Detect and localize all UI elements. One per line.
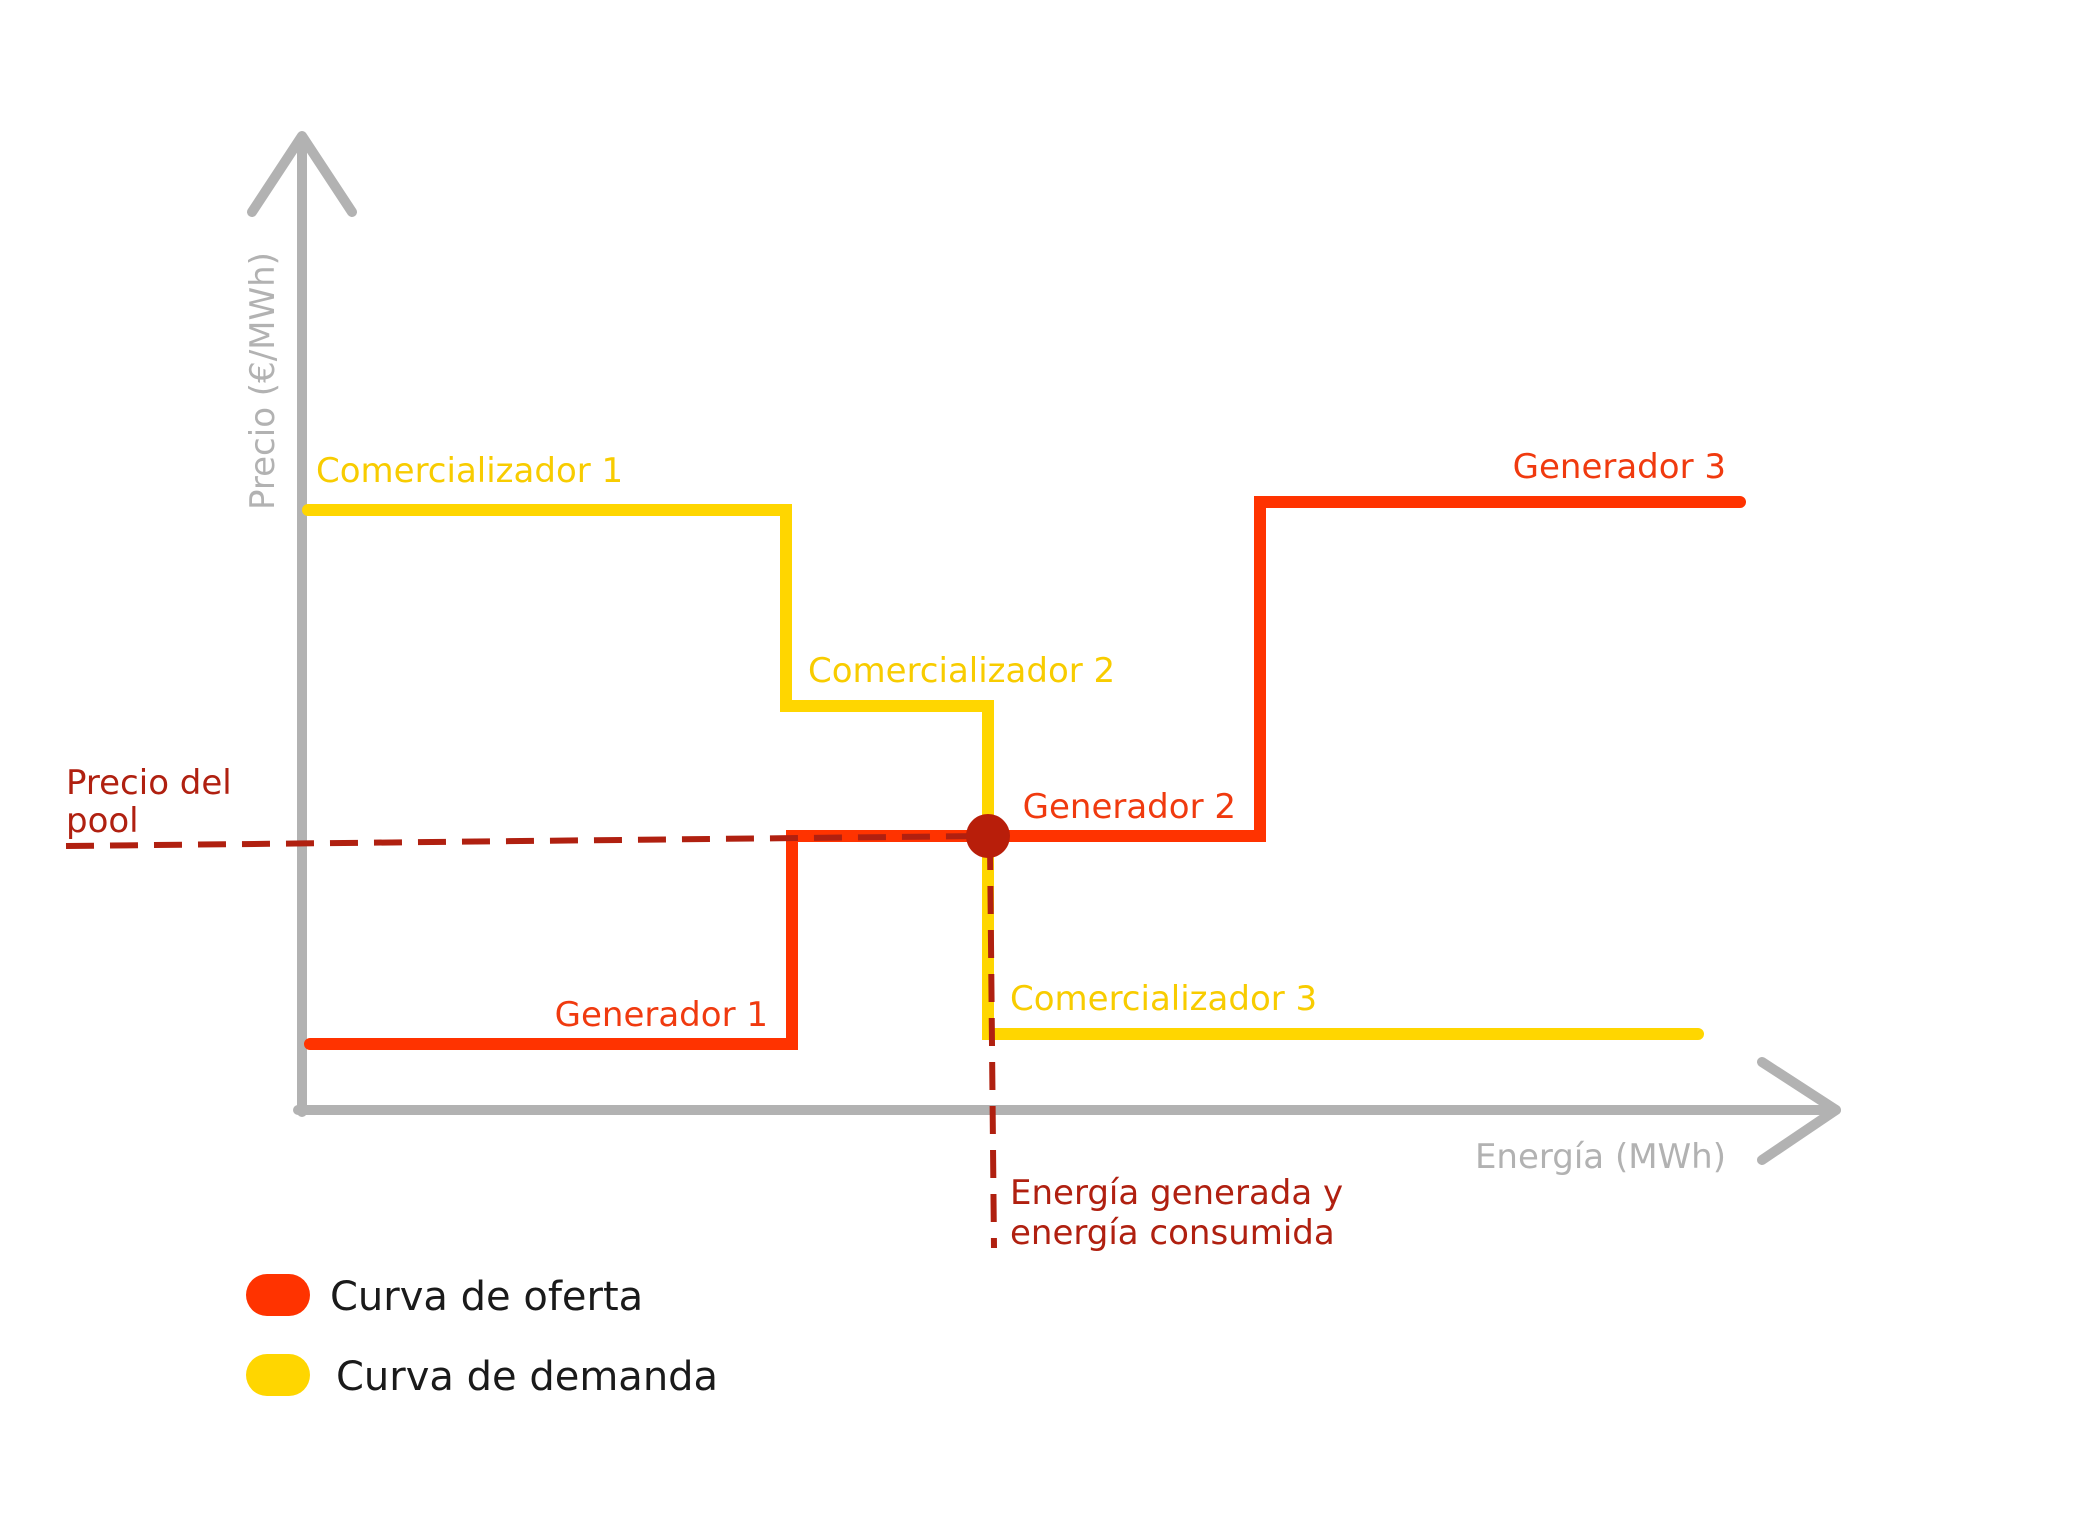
legend-label-demand: Curva de demanda xyxy=(336,1354,718,1400)
pool-price-line xyxy=(65,833,985,849)
label-generador-2: Generador 2 xyxy=(1023,787,1236,827)
pool-price-label-line2: pool xyxy=(66,801,139,841)
legend: Curva de oferta Curva de demanda xyxy=(246,1274,718,1400)
equilibrium-point xyxy=(966,814,1010,858)
y-axis-label: Precio (€/MWh) xyxy=(243,252,283,510)
legend-swatch-supply xyxy=(246,1274,310,1316)
axes: Precio (€/MWh) Energía (MWh) xyxy=(243,131,1841,1177)
x-axis-arrowhead xyxy=(1757,1057,1841,1165)
demand-curve xyxy=(302,504,1704,1040)
pool-price-label-line1: Precio del xyxy=(66,763,232,803)
label-generador-1: Generador 1 xyxy=(555,995,768,1035)
x-axis-label: Energía (MWh) xyxy=(1475,1137,1726,1177)
legend-swatch-demand xyxy=(246,1354,310,1396)
label-comercializador-3: Comercializador 3 xyxy=(1010,979,1317,1019)
energy-annotation-line1: Energía generada y xyxy=(1010,1173,1343,1213)
legend-label-supply: Curva de oferta xyxy=(330,1274,643,1320)
energy-annotation-line2: energía consumida xyxy=(1010,1213,1335,1253)
y-axis-arrowhead xyxy=(247,131,357,217)
equilibrium-energy-line xyxy=(987,841,997,1249)
label-generador-3: Generador 3 xyxy=(1513,447,1726,487)
label-comercializador-2: Comercializador 2 xyxy=(808,651,1115,691)
supply-curve xyxy=(304,496,1746,1050)
label-comercializador-1: Comercializador 1 xyxy=(316,451,623,491)
